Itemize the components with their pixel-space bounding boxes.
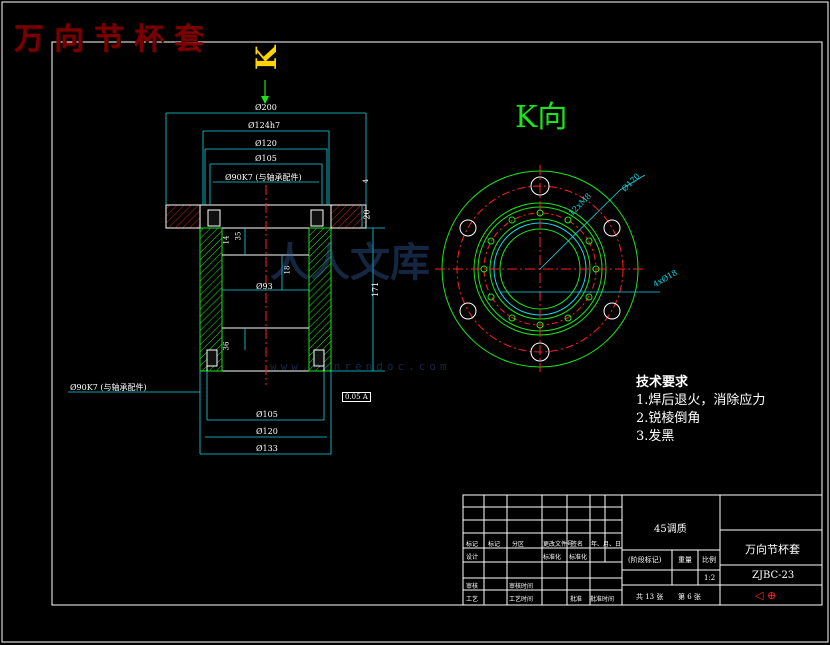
callout-box: 0.05 A bbox=[342, 392, 371, 402]
dim-label: Ø200 bbox=[255, 103, 277, 112]
tb-process: 工艺 bbox=[466, 596, 479, 603]
scale-label: 比例 bbox=[702, 556, 716, 564]
small-dim: 35 bbox=[234, 231, 243, 241]
height-dim: 4 bbox=[362, 178, 371, 184]
dim-label: Ø120 bbox=[255, 139, 277, 148]
dim-label: Ø90K7 (与轴承配件) bbox=[225, 173, 302, 182]
tb-review: 审核 bbox=[466, 583, 479, 590]
bottom-dimensions bbox=[68, 205, 385, 455]
part-name: 万向节杯套 bbox=[745, 543, 800, 556]
tb-header: 标记 bbox=[466, 541, 479, 548]
material: 45调质 bbox=[654, 524, 687, 535]
tb-review-date: 审核时间 bbox=[509, 583, 534, 590]
tb-standardize2: 标准化 bbox=[569, 554, 588, 561]
direction-k-label: K bbox=[250, 45, 283, 70]
sheet-count: 共 13 张 bbox=[636, 593, 664, 601]
sheet-number: 第 6 张 bbox=[678, 593, 701, 601]
bearing-note: Ø90K7 (与轴承配件) bbox=[70, 383, 147, 392]
left-counterbore bbox=[207, 209, 221, 227]
tb-process-date: 工艺时间 bbox=[509, 596, 534, 603]
small-dim: 36 bbox=[222, 341, 231, 351]
top-dimensions bbox=[165, 112, 367, 205]
drawing-number: ZJBC-23 bbox=[752, 570, 795, 581]
watermark-url: www.renrendoc.com bbox=[270, 360, 451, 373]
tech-req-item: 3.发黑 bbox=[636, 429, 675, 444]
tech-requirements: 技术要求 1.焊后退火，消除应力 2.锐棱倒角 3.发黑 bbox=[636, 374, 765, 446]
k-arrow bbox=[261, 80, 269, 104]
dim-label: Ø124h7 bbox=[248, 121, 281, 130]
left-flange-hatch bbox=[165, 204, 201, 229]
projection-icon: ◁ ⊕ bbox=[755, 589, 777, 602]
tb-header: 标记 bbox=[488, 541, 501, 548]
dim-label: Ø133 bbox=[256, 444, 278, 453]
bolt-hole bbox=[459, 302, 477, 320]
tech-req-title: 技术要求 bbox=[636, 375, 689, 390]
dim-label: Ø93 bbox=[256, 282, 273, 291]
small-dim: 14 bbox=[222, 235, 231, 245]
tb-header: 分区 bbox=[512, 541, 525, 548]
k-view-label: K向 bbox=[515, 100, 568, 135]
bolt-hole bbox=[603, 219, 621, 237]
tb-approve-date: 批准时间 bbox=[590, 596, 615, 603]
tb-standardize: 标准化 bbox=[543, 554, 562, 561]
inner-frame bbox=[51, 41, 823, 606]
tb-header: 签名 bbox=[571, 541, 584, 548]
right-wall-hatch bbox=[308, 227, 332, 372]
height-dim: 20 bbox=[362, 209, 372, 220]
weight-label: 重量 bbox=[678, 556, 692, 564]
tech-req-item: 2.锐棱倒角 bbox=[636, 411, 701, 426]
tb-design: 设计 bbox=[466, 554, 479, 561]
bolt-hole bbox=[530, 176, 550, 196]
tb-header: 更改文件号 bbox=[543, 541, 574, 548]
left-wall-hatch bbox=[199, 227, 223, 372]
stage-label: (阶段标记) bbox=[628, 556, 662, 564]
tb-approve: 批准 bbox=[570, 596, 583, 603]
scale-value: 1:2 bbox=[704, 574, 716, 582]
k-view bbox=[435, 165, 660, 372]
bolt-hole bbox=[603, 302, 621, 320]
watermark: 人人文库 bbox=[270, 240, 430, 286]
tech-req-item: 1.焊后退火，消除应力 bbox=[636, 393, 766, 408]
bolt-hole bbox=[530, 342, 550, 362]
brand-title: 万向节杯套 bbox=[14, 22, 214, 57]
tb-header: 年、月、日 bbox=[591, 541, 622, 548]
bolt-hole bbox=[459, 219, 477, 237]
right-counterbore bbox=[310, 209, 324, 227]
dim-label: Ø105 bbox=[255, 154, 277, 163]
title-block bbox=[462, 494, 823, 606]
right-flange-hatch bbox=[330, 204, 367, 229]
dim-label: Ø120 bbox=[256, 427, 278, 436]
dim-label: Ø105 bbox=[256, 410, 278, 419]
section-view bbox=[165, 185, 367, 385]
